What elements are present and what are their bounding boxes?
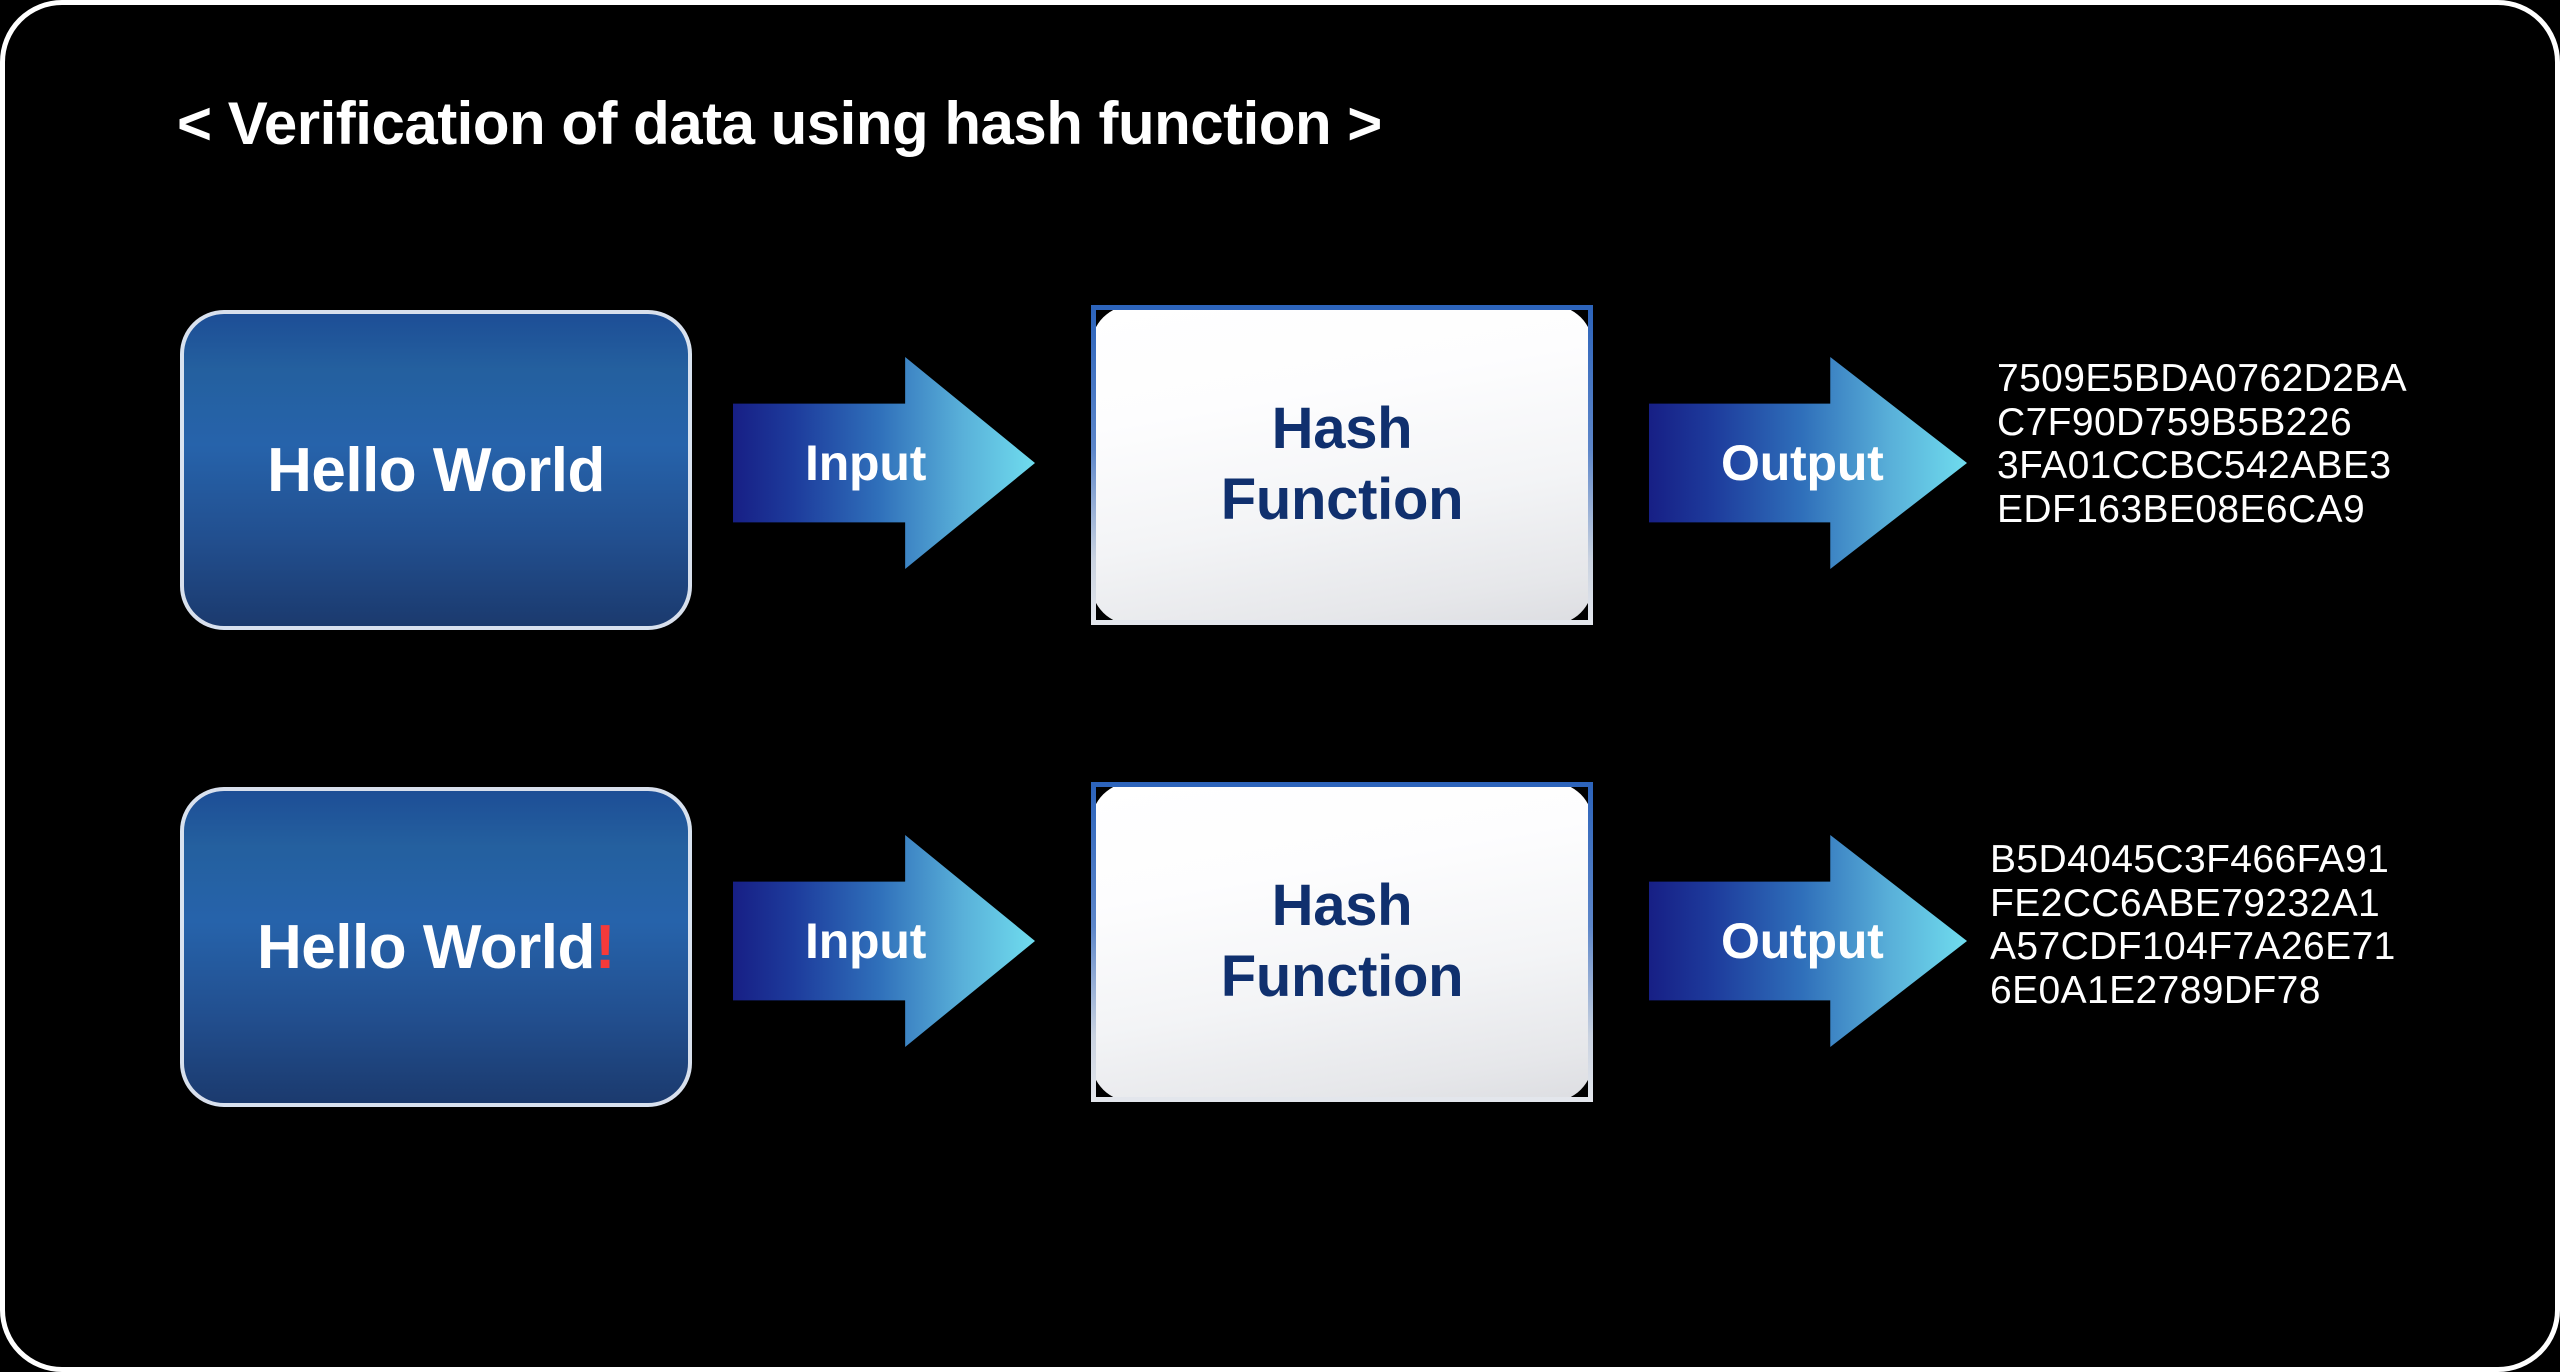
output-arrow-row-1: Output — [1649, 357, 1967, 569]
input-data-box-row-2: Hello World! — [180, 787, 692, 1107]
hash-output-text-row-1: 7509E5BDA0762D2BA C7F90D759B5B226 3FA01C… — [1997, 357, 2407, 532]
input-data-suffix-row-2: ! — [594, 912, 616, 982]
output-arrow-row-2: Output — [1649, 835, 1967, 1047]
hash-function-line-2-row-2: Function — [1220, 944, 1464, 1009]
hash-output-line: 3FA01CCBC542ABE3 — [1997, 444, 2392, 488]
hash-output-line: 6E0A1E2789DF78 — [1990, 969, 2321, 1013]
hash-output-line: 7509E5BDA0762D2BA — [1997, 357, 2408, 400]
input-data-text-row-2: Hello World — [257, 912, 595, 982]
hash-output-line: C7F90D759B5B226 — [1997, 400, 2353, 444]
hash-output-line: EDF163BE08E6CA9 — [1997, 488, 2366, 532]
input-arrow-row-1: Input — [733, 357, 1035, 569]
output-arrow-label-row-1: Output — [1721, 435, 1884, 491]
input-arrow-row-2: Input — [733, 835, 1035, 1047]
input-arrow-label-row-1: Input — [805, 435, 927, 491]
input-data-label-row-1: Hello World — [267, 435, 605, 506]
hash-output-line: B5D4045C3F466FA91 — [1990, 838, 2390, 881]
hash-function-line-1-row-2: Hash — [1271, 873, 1413, 939]
hash-function-box-row-1: Hash Function — [1091, 305, 1593, 625]
output-arrow-label-row-2: Output — [1721, 913, 1884, 969]
hash-function-box-row-2: Hash Function — [1091, 782, 1593, 1102]
hash-function-line-1-row-1: Hash — [1271, 396, 1413, 462]
input-data-box-row-1: Hello World — [180, 310, 692, 630]
hash-output-line: A57CDF104F7A26E71 — [1990, 925, 2396, 969]
hash-function-line-2-row-1: Function — [1220, 467, 1464, 532]
hash-output-text-row-2: B5D4045C3F466FA91 FE2CC6ABE79232A1 A57CD… — [1990, 838, 2396, 1013]
page-title: < Verification of data using hash functi… — [177, 90, 1382, 157]
hash-output-line: FE2CC6ABE79232A1 — [1990, 881, 2381, 925]
input-arrow-label-row-2: Input — [805, 913, 927, 969]
input-data-text-row-1: Hello World — [267, 435, 605, 505]
input-data-label-row-2: Hello World! — [257, 912, 615, 983]
